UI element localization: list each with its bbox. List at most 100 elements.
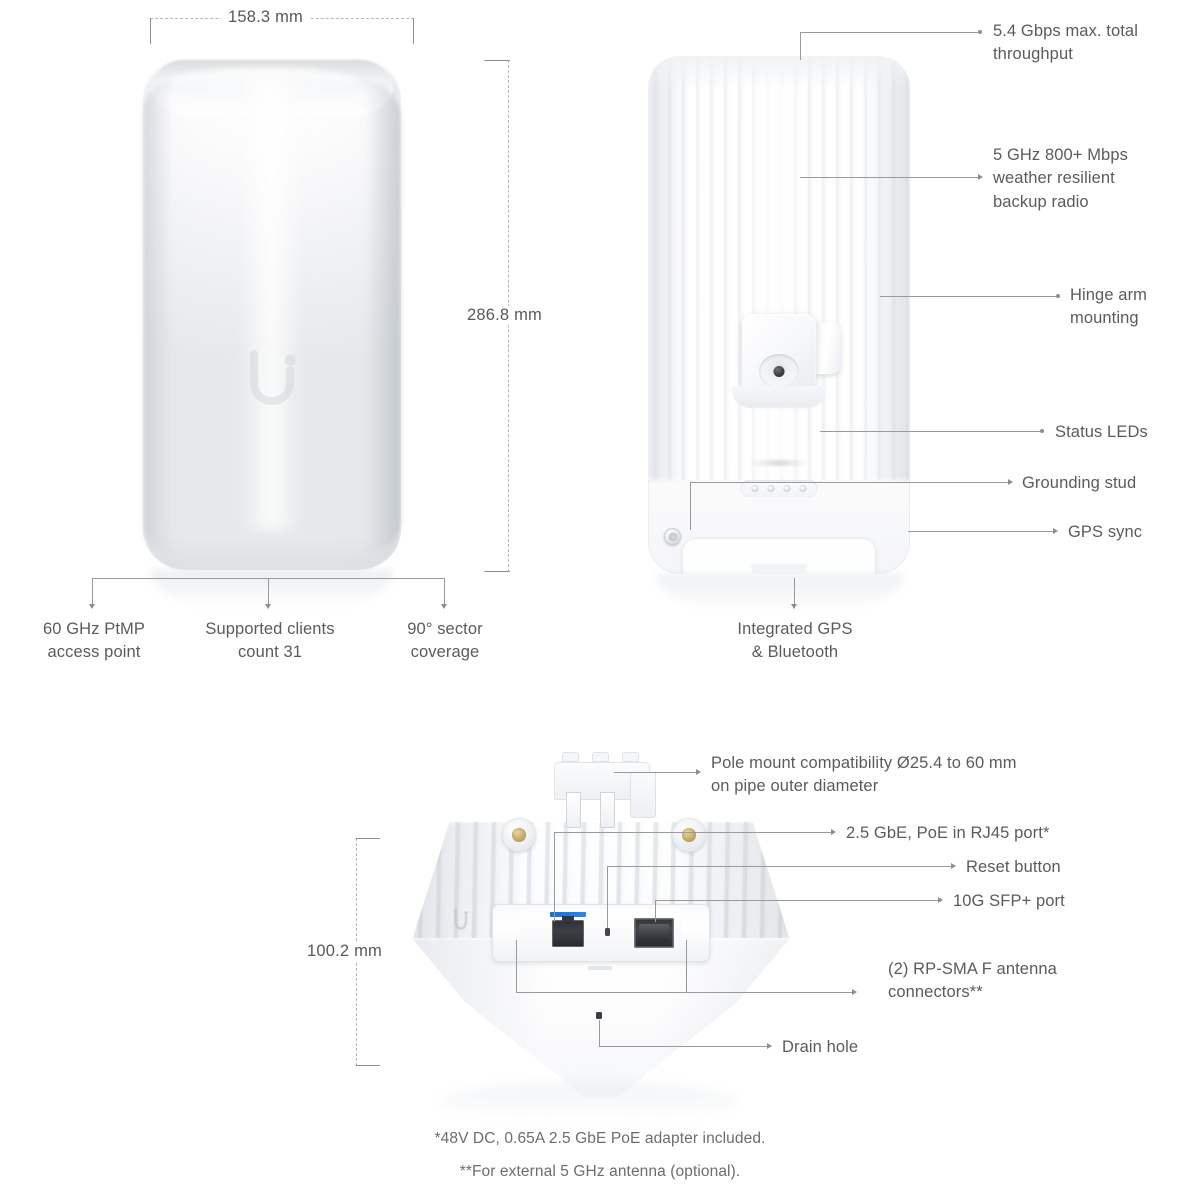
leader-sma-right-stem — [686, 940, 687, 992]
footnote-external-antenna: **For external 5 GHz antenna (optional). — [459, 1163, 741, 1180]
callout-max-total-throughput: 5.4 Gbps max. total throughput — [993, 22, 1138, 64]
callout-90-degree-sector-coverage: 90° sector coverage — [407, 620, 483, 662]
leader-backup-radio-line — [800, 177, 978, 178]
front-device-reflection — [150, 570, 394, 616]
sfp-plus-port-icon — [634, 918, 674, 948]
leader-gps-bluetooth-arrow — [791, 604, 797, 609]
width-dimension-tick-right — [413, 18, 414, 44]
pole-bracket-tab — [562, 752, 579, 762]
rp-sma-connector-left — [502, 818, 536, 852]
height-dimension-label: 286.8 mm — [460, 306, 549, 325]
port-bay — [492, 904, 710, 962]
leader-gps-bluetooth-stem — [794, 578, 795, 608]
callout-supported-clients-count: Supported clients count 31 — [205, 620, 335, 662]
leader-gps-sync-line — [908, 531, 1053, 532]
callout-reset-button: Reset button — [966, 858, 1061, 876]
height-dimension-tick-top — [484, 60, 510, 61]
rear-panel-notch — [751, 564, 807, 574]
pole-bracket-prong — [566, 792, 581, 828]
callout-integrated-gps-bluetooth: Integrated GPS & Bluetooth — [737, 620, 853, 662]
leader-drain-hole-stem — [599, 1020, 600, 1046]
rear-model-marking — [749, 460, 809, 466]
leader-sfp-arrow — [938, 897, 943, 903]
front-bottom-shading — [149, 536, 395, 570]
callout-rp-sma-antenna-connectors: (2) RP-SMA F antenna connectors** — [888, 960, 1057, 1002]
rj45-port-label — [550, 912, 586, 917]
port-bay-slot — [588, 966, 612, 970]
leader-status-leds-line — [820, 431, 1040, 432]
depth-dimension-tick-bottom — [356, 1065, 380, 1066]
front-left-edge-shading — [143, 82, 173, 552]
leader-sma-arrow — [852, 989, 857, 995]
leader-backup-radio-arrow — [978, 174, 983, 180]
leader-sfp-line — [655, 900, 938, 901]
front-callout-arrow-left — [89, 604, 95, 609]
leader-gps-sync-arrow — [1053, 528, 1058, 534]
height-dimension-tick-bottom — [484, 571, 510, 572]
front-callout-arrow-right — [441, 604, 447, 609]
leader-grounding-stud-line — [690, 482, 1008, 483]
callout-25gbe-poe-rj45-port: 2.5 GbE, PoE in RJ45 port* — [846, 824, 1050, 842]
pole-bracket-tab — [592, 752, 609, 762]
width-dimension-label: 158.3 mm — [221, 8, 310, 27]
hinge-base-foot — [732, 386, 826, 408]
front-surface-sheen — [239, 76, 303, 530]
width-dimension-tick-left — [150, 18, 151, 44]
pole-bracket-prong — [600, 792, 615, 828]
leader-sma-left-stem — [516, 940, 517, 992]
front-callout-stem-right — [444, 578, 445, 604]
hinge-bolt-icon — [773, 366, 785, 377]
footnote-poe-adapter: *48V DC, 0.65A 2.5 GbE PoE adapter inclu… — [434, 1130, 766, 1147]
callout-hinge-arm-mounting: Hinge arm mounting — [1070, 286, 1148, 328]
leader-throughput-line — [800, 32, 978, 33]
rear-device-body — [648, 56, 910, 574]
pole-mount-bracket — [548, 752, 656, 834]
rear-access-panel — [682, 538, 876, 574]
leader-rj45-line — [554, 832, 831, 833]
rear-device-reflection — [656, 574, 904, 618]
rear-right-shading — [864, 56, 910, 480]
leader-sma-bracket — [516, 992, 852, 993]
leader-pole-mount-line — [614, 772, 696, 773]
depth-dimension-label: 100.2 mm — [300, 942, 389, 961]
leader-pole-mount-arrow — [696, 769, 701, 775]
status-led — [751, 485, 759, 492]
rp-sma-connector-right — [672, 818, 706, 852]
callout-drain-hole: Drain hole — [782, 1038, 859, 1056]
grounding-stud-icon — [664, 528, 681, 545]
leader-rj45-arrow — [831, 829, 836, 835]
front-callout-stem-center — [268, 578, 269, 604]
callout-grounding-stud: Grounding stud — [1022, 474, 1137, 492]
callout-gps-sync: GPS sync — [1068, 523, 1143, 541]
front-callout-arrow-center — [265, 604, 271, 609]
front-device-body — [143, 58, 401, 570]
status-led — [783, 485, 791, 492]
pole-bracket-side-plate — [630, 772, 656, 818]
rear-surface-highlight — [740, 56, 810, 480]
status-led — [799, 485, 807, 492]
leader-drain-hole-arrow — [767, 1043, 772, 1049]
hinge-mounting-block — [742, 314, 816, 392]
leader-drain-hole-line — [599, 1046, 767, 1047]
rear-top-edge — [648, 56, 910, 90]
status-led — [767, 485, 775, 492]
front-callout-stem-left — [92, 578, 93, 604]
angled-device-view — [400, 752, 800, 1100]
leader-throughput-endpoint — [978, 30, 982, 34]
leader-rj45-stem — [554, 832, 555, 922]
leader-hinge-arm-line — [880, 296, 1058, 297]
rj45-ethernet-port-icon — [552, 916, 584, 947]
front-right-edge-shading — [365, 82, 401, 552]
angled-device-reflection — [440, 1082, 740, 1122]
ubiquiti-u-logo-icon — [244, 348, 300, 410]
leader-status-leds-endpoint — [1040, 429, 1044, 433]
leader-reset-stem — [607, 866, 608, 928]
callout-60ghz-ptmp-access-point: 60 GHz PtMP access point — [43, 620, 145, 662]
callout-status-leds: Status LEDs — [1055, 423, 1148, 441]
rear-left-shading — [648, 56, 690, 480]
leader-throughput-stem — [800, 32, 801, 60]
leader-sfp-stem — [655, 900, 656, 922]
pole-bracket-tab — [622, 752, 639, 762]
leader-hinge-arm-endpoint — [1056, 294, 1060, 298]
